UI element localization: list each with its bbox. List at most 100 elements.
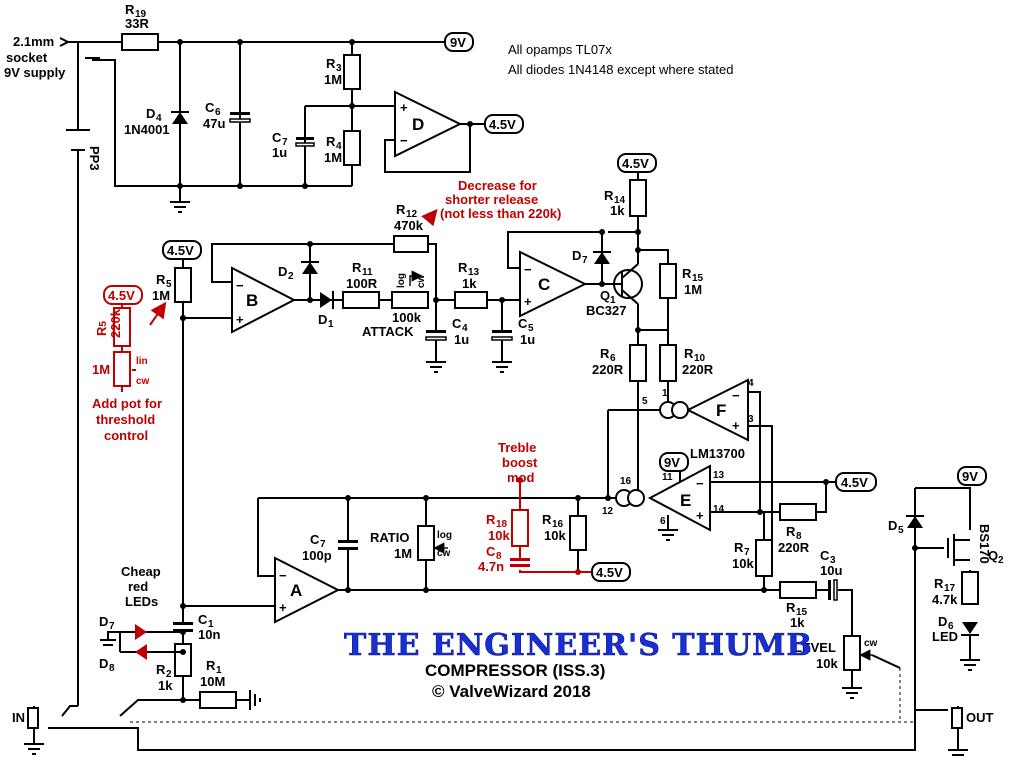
c3-sub: 3	[830, 555, 836, 566]
threshold-line3: control	[104, 428, 148, 443]
r12-sub: 12	[406, 209, 418, 220]
r12-val: 470k	[394, 218, 424, 233]
r18-ref: R	[486, 512, 496, 527]
r3-sub: 3	[336, 63, 342, 74]
c5-ref: C	[518, 316, 528, 331]
ratio-val: 1M	[394, 546, 412, 561]
d6-val: LED	[932, 629, 958, 644]
r13-sub: 13	[468, 267, 480, 278]
r17-ref: R	[934, 576, 944, 591]
r4-sub: 4	[336, 141, 342, 152]
r3-val: 1M	[324, 72, 342, 87]
r2-ref: R	[156, 662, 166, 677]
q1-val: BC327	[586, 303, 626, 318]
attack-log: log	[396, 273, 407, 288]
copyright: © ValveWizard 2018	[432, 682, 591, 701]
e-pin16: 16	[620, 476, 632, 487]
mod-r5-val: 220k	[108, 308, 123, 338]
c8-ref: C	[486, 544, 496, 559]
svg-text:+: +	[400, 100, 408, 115]
mods	[113, 208, 592, 575]
release-line2: shorter release	[445, 192, 538, 207]
svg-text:+: +	[696, 508, 704, 523]
note-opamps: All opamps TL07x	[508, 42, 612, 57]
r11-ref: R	[352, 260, 362, 275]
c7a-val: 1u	[272, 145, 287, 160]
indicator	[906, 487, 980, 671]
r4-ref: R	[326, 134, 336, 149]
ota-e-label: E	[680, 491, 691, 510]
rail-45v-d: 4.5V	[489, 117, 516, 132]
r6-sub: 6	[610, 353, 616, 364]
rail-45v-a: 4.5V	[596, 565, 623, 580]
d7b-sub: 7	[109, 621, 115, 632]
supply-line1: 2.1mm	[13, 34, 54, 49]
f-pin3: 3	[748, 414, 754, 425]
rail-9v-top: 9V	[450, 35, 466, 50]
threshold-line2: threshold	[96, 412, 155, 427]
r15a-val: 1M	[684, 282, 702, 297]
ota-section	[605, 378, 836, 590]
release-line3: (not less than 220k)	[440, 206, 561, 221]
opamp-c-label: C	[538, 275, 550, 294]
r5-sub: 5	[166, 279, 172, 290]
mod-r5-label: R5	[94, 321, 109, 336]
d1-ref: D	[318, 312, 327, 327]
out-label: OUT	[966, 710, 994, 725]
d4-val: 1N4001	[124, 122, 170, 137]
release-line1: Decrease for	[458, 178, 537, 193]
r2-sub: 2	[166, 669, 172, 680]
ota-f-label: F	[716, 401, 726, 420]
r6-ref: R	[600, 346, 610, 361]
treble-line3: mod	[507, 470, 535, 485]
r14-sub: 14	[614, 195, 626, 206]
opamp-a-label: A	[290, 581, 302, 600]
d4-ref: D	[146, 106, 155, 121]
svg-text:+: +	[236, 312, 244, 327]
c6-sub: 6	[215, 107, 221, 118]
d2-sub: 2	[288, 271, 294, 282]
rail-9v-e: 9V	[664, 455, 680, 470]
r14-ref: R	[604, 188, 614, 203]
title: THE ENGINEER'S THUMB	[344, 628, 813, 663]
r10-ref: R	[684, 346, 694, 361]
svg-text:+: +	[524, 294, 532, 309]
mod-pot-lin: lin	[136, 356, 148, 367]
r7-sub: 7	[744, 547, 750, 558]
r15a-ref: R	[682, 266, 692, 281]
leds-line2: red	[128, 579, 148, 594]
f-pin1: 1	[662, 388, 668, 399]
r10-val: 220R	[682, 362, 714, 377]
r17-val: 4.7k	[932, 592, 958, 607]
ratio-log: log	[437, 530, 452, 541]
mod-pot-cw: cw	[136, 376, 150, 387]
r11-sub: 11	[362, 267, 373, 278]
e-pin11: 11	[662, 472, 673, 483]
r8-val: 220R	[778, 540, 810, 555]
r15b-ref: R	[786, 600, 796, 615]
r1-ref: R	[206, 658, 216, 673]
svg-text:−: −	[524, 262, 532, 277]
audio-path	[24, 315, 968, 756]
r19-sub: 19	[135, 9, 147, 20]
c5-sub: 5	[528, 323, 534, 334]
c6-ref: C	[205, 100, 215, 115]
subtitle: COMPRESSOR (ISS.3)	[425, 661, 605, 680]
rail-45v-b: 4.5V	[167, 243, 194, 258]
svg-text:+: +	[732, 418, 740, 433]
r1-sub: 1	[216, 665, 222, 676]
c3-ref: C	[820, 548, 830, 563]
r19-val: 33R	[125, 16, 149, 31]
d6-sub: 6	[948, 621, 954, 632]
c5-val: 1u	[520, 332, 535, 347]
r3-ref: R	[326, 56, 336, 71]
c8-sub: 8	[496, 551, 502, 562]
r4-val: 1M	[324, 150, 342, 165]
attack-name: ATTACK	[362, 324, 414, 339]
supply-line3: 9V supply	[4, 65, 66, 80]
r5-ref: R	[156, 272, 166, 287]
e-pin12: 12	[602, 506, 614, 517]
c7b-val: 100p	[302, 548, 332, 563]
c4-sub: 4	[462, 323, 468, 334]
